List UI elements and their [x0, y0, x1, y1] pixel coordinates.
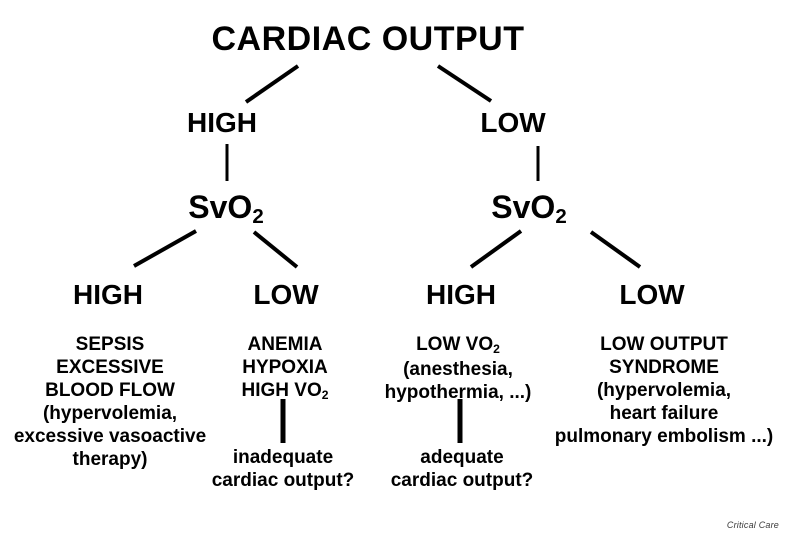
leaf-block-sepsis: SEPSIS EXCESSIVE BLOOD FLOW (hypervolemi… — [14, 333, 206, 471]
branch-label-co-high: HIGH — [187, 107, 257, 138]
leaf-line: therapy) — [72, 449, 148, 470]
journal-credit: Critical Care — [726, 520, 779, 530]
edge-svo2left-to-low — [252, 230, 299, 269]
leaf-line: (hypervolemia, — [596, 380, 732, 401]
leaf-line: heart failure — [609, 403, 719, 424]
leaf-line: BLOOD FLOW — [45, 380, 175, 401]
leaf-line: EXCESSIVE — [56, 357, 164, 378]
leaf-line: SYNDROME — [609, 357, 719, 378]
leaf-line: LOW OUTPUT — [600, 334, 728, 355]
leaf-line: HYPOXIA — [242, 357, 328, 378]
edge-root-to-high — [244, 64, 300, 104]
high-vo2-base: HIGH VO — [241, 380, 322, 401]
outcome-line: cardiac output? — [390, 470, 534, 491]
leaf-label-svo2left-low: LOW — [253, 279, 319, 310]
outcome-inadequate-cardiac-output: inadequate cardiac output? — [212, 446, 355, 492]
svo2-left-base: SvO — [188, 189, 253, 225]
leaf-block-low-vo2: LOW VO2 (anesthesia, hypothermia, ...) — [385, 333, 532, 404]
leaf-line-low-vo2: LOW VO2 — [385, 333, 532, 358]
node-svo2-right: SvO2 — [491, 189, 566, 227]
branch-label-co-low: LOW — [480, 107, 546, 138]
leaf-line: (anesthesia, — [403, 359, 513, 380]
edge-svo2right-to-high — [469, 229, 523, 269]
edge-svo2right-to-low — [589, 230, 642, 269]
diagram-title: CARDIAC OUTPUT — [211, 20, 525, 58]
svo2-left-subscript: 2 — [252, 204, 264, 228]
high-vo2-subscript: 2 — [321, 387, 329, 402]
leaf-line: pulmonary embolism ...) — [554, 426, 774, 447]
leaf-line-high-vo2: HIGH VO2 — [242, 379, 329, 404]
outcome-line: adequate — [420, 447, 504, 468]
leaf-label-svo2right-low: LOW — [619, 279, 685, 310]
svo2-right-base: SvO — [491, 189, 556, 225]
low-vo2-base: LOW VO — [416, 334, 494, 355]
leaf-line: SEPSIS — [75, 334, 145, 355]
outcome-adequate-cardiac-output: adequate cardiac output? — [391, 446, 534, 492]
edge-root-to-low — [436, 64, 493, 103]
svo2-right-subscript: 2 — [555, 204, 567, 228]
leaf-label-svo2left-high: HIGH — [73, 279, 143, 310]
leaf-line: excessive vasoactive — [13, 426, 207, 447]
leaf-label-svo2right-high: HIGH — [426, 279, 496, 310]
leaf-line: (hypervolemia, — [42, 403, 178, 424]
leaf-line: hypothermia, ...) — [384, 382, 532, 403]
edge-svo2left-to-high — [133, 229, 197, 268]
outcome-line: cardiac output? — [211, 470, 355, 491]
node-svo2-left: SvO2 — [188, 189, 263, 227]
leaf-block-low-output-syndrome: LOW OUTPUT SYNDROME (hypervolemia, heart… — [555, 333, 774, 448]
low-vo2-subscript: 2 — [493, 341, 500, 356]
leaf-line: ANEMIA — [247, 334, 323, 355]
leaf-block-anemia: ANEMIA HYPOXIA HIGH VO2 — [242, 333, 329, 404]
outcome-line: inadequate — [232, 447, 334, 468]
